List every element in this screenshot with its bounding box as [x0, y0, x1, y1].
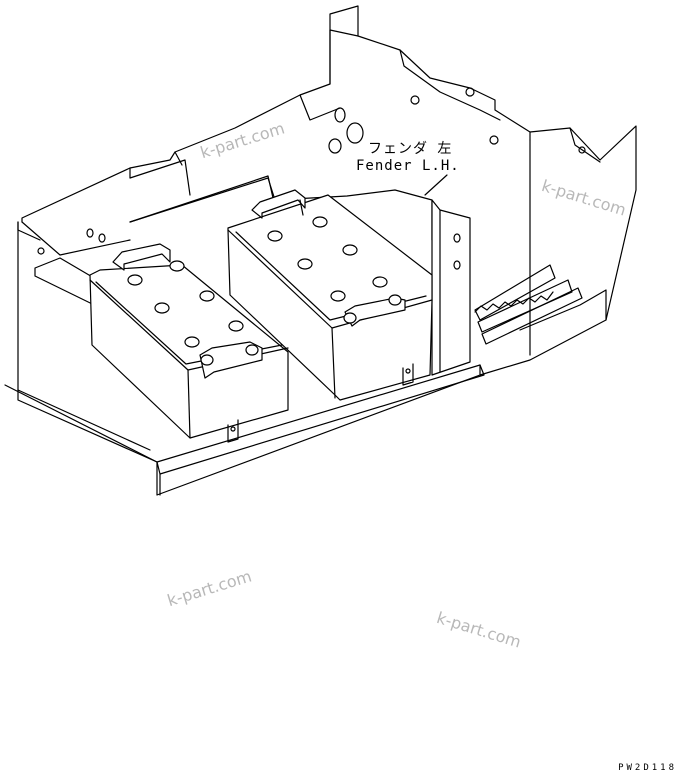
label-fender-lh: Fender L.H. — [356, 158, 460, 174]
label-japanese: フェンダ 左 — [368, 141, 453, 157]
clamp-post — [423, 199, 471, 376]
battery-right — [227, 189, 433, 401]
battery-left — [89, 243, 289, 443]
fender-panel — [21, 5, 586, 256]
side-panel-right — [474, 125, 637, 376]
battery-box — [4, 177, 485, 496]
label-leader — [424, 174, 448, 196]
drawing-code: PW2D118 — [618, 763, 677, 773]
